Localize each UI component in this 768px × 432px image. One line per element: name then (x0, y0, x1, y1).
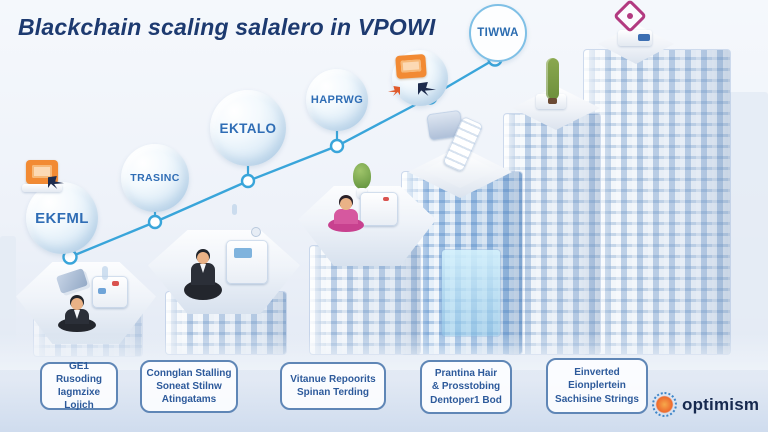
footer-line: Einverted (574, 367, 620, 379)
building-6-screen (638, 34, 650, 41)
footer-line: Vitanue Repoorits (290, 373, 376, 385)
milestone-label: EKTALO (219, 120, 277, 136)
footer-box-4: Prantina Hair & Prosstobing Dentoper1 Bo… (420, 360, 512, 414)
milestone-label: HAPRWG (310, 94, 364, 106)
workstation-antenna (252, 228, 260, 236)
footer-line: & Prosstobing (431, 381, 501, 393)
tree-icon (353, 163, 371, 189)
avatar-shirt (200, 264, 206, 273)
milestone-label: TRASINC (130, 172, 180, 184)
footer-line: Atingatams (161, 394, 217, 406)
milestone-label: EKFML (35, 209, 89, 227)
footer-line: Iagmzixe Lojich (57, 387, 101, 412)
milestone-bubble-3: EKTALO (210, 90, 286, 166)
footer-box-1: GE1 Rusoding Iagmzixe Lojich (40, 360, 118, 412)
milestone-bubble-4: HAPRWG (306, 69, 368, 131)
female-avatar (328, 198, 364, 232)
footer-line: Prantina Hair (434, 368, 498, 380)
milestone-label: TIWWA (477, 27, 519, 39)
businessman-avatar-2 (184, 252, 222, 300)
footer-line: Soneat Stilnw (156, 380, 222, 392)
workstation-machine-icon (226, 240, 268, 284)
footer-line: GE1 Rusoding (55, 360, 103, 385)
footer-box-2: Connglan Stalling Soneat Stilnw Atingata… (140, 360, 238, 413)
footer-line: Dentoper1 Bod (430, 394, 502, 406)
building-4-glass-strip (442, 250, 500, 336)
footer-line: Eionplertein (568, 380, 626, 392)
avatar-torso (191, 263, 215, 285)
cactus-pot (548, 98, 557, 104)
footer-box-5: Einverted Eionplertein Sachisine Strings (546, 358, 648, 414)
footer-line: Sachisine Strings (555, 393, 639, 405)
laptop-base (22, 184, 62, 192)
optimism-starburst-icon (652, 392, 677, 417)
footer-line: Connglan Stalling (146, 367, 232, 379)
milestone-bubble-5: TIWWA (469, 4, 527, 62)
avatar-head (197, 252, 209, 264)
workstation-screen (234, 248, 252, 258)
laptop-screen (31, 165, 53, 178)
background-building-left (0, 236, 16, 346)
avatar-head (340, 198, 352, 210)
printer-machine-icon (360, 192, 398, 226)
small-figure-mark (232, 204, 237, 215)
printer-detail-red (383, 197, 389, 201)
avatar-shirt (74, 310, 80, 319)
cactus-figure-icon (546, 58, 559, 100)
small-figure-mark (102, 266, 108, 280)
lab-machine-blue (98, 288, 106, 294)
optimism-logo: optimism (652, 392, 759, 417)
milestone-bubble-2: TRASINC (121, 144, 189, 212)
building-6-facade (584, 50, 730, 354)
footer-line: Spinan Terding (296, 387, 370, 398)
envelope-paper (400, 59, 421, 73)
avatar-head (71, 298, 83, 310)
milestone-bubble-1: EKFML (26, 182, 98, 254)
lab-machine-red (112, 281, 119, 286)
page-title: Blackchain scaling salalero in VPOWI (18, 14, 436, 40)
optimism-wordmark: optimism (682, 394, 760, 414)
background-building-right (728, 92, 768, 354)
message-envelope-icon (395, 53, 427, 80)
avatar-torso (334, 209, 358, 224)
footer-box-3: Vitanue Repoorits Spinan Terding (280, 362, 386, 410)
businessman-avatar-1 (58, 298, 96, 332)
